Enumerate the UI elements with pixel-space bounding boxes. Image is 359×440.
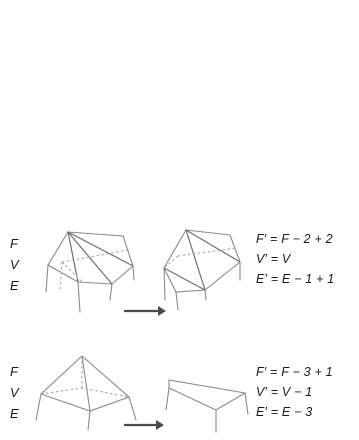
row1-formula-f: F′ = F − 2 + 2 [256,232,333,246]
row1-before-diagonal-b [67,231,113,285]
row2-after-leg-1 [165,387,170,411]
row1-before-leg-3 [109,283,113,301]
row1-label-f: F [10,236,19,251]
row1-after-diagonal-c [163,267,206,291]
row1-arrow [124,306,166,316]
row1-after-leg-1 [163,267,166,301]
row2-before-apex-edge-2 [81,355,130,398]
row2-after-leg-3 [244,392,249,415]
row1-label-e: E [10,278,19,293]
row2-after-top-outline [168,379,247,411]
row2-before-base-front [40,393,130,412]
row1-before-hidden-b [61,249,129,263]
row2-before-apex-edge-1 [40,355,83,395]
row2-before-base-back [40,387,130,398]
row2-before-leg-2 [87,410,91,431]
row1-formula-v: V′ = V [256,252,291,266]
row1-label-v: V [10,257,19,272]
row2-arrow [124,420,164,430]
row1-after-diagonal-b [185,229,206,291]
row1-before-diagonal-a [67,231,134,267]
row2-polyhedron-before [35,355,137,431]
row1-after-hidden-b [163,255,179,269]
row1-before-leg-4 [132,265,135,281]
row2-formula-f: F′ = F − 3 + 1 [256,365,333,379]
row2-label-v: V [10,385,19,400]
row1-after-leg-2 [175,291,179,311]
row1-arrow-head [158,306,166,316]
row1-formula-e: E′ = E − 1 + 1 [256,272,335,286]
row1-polyhedron-after [163,229,241,311]
row1-after-leg-3 [204,289,207,301]
row2-arrow-head [156,420,164,430]
row1-after-diagonal-a [185,229,241,263]
row2-formula-e: E′ = E − 3 [256,405,313,419]
row1-polyhedron-before [45,231,135,313]
row2-formula-v: V′ = V − 1 [256,385,313,399]
row2-before-apex-edge-3 [81,355,91,412]
row1-before-diagonal-c [67,231,79,283]
row1-before-leg-2 [77,281,81,313]
row1-before-leg-1 [45,264,49,293]
row2-before-leg-3 [128,396,137,421]
row1-before-hidden-c [59,261,63,291]
row2-polyhedron-after [165,379,249,433]
row2-label-e: E [10,406,19,421]
row2-label-f: F [10,364,19,379]
row2-before-leg-1 [35,393,42,421]
